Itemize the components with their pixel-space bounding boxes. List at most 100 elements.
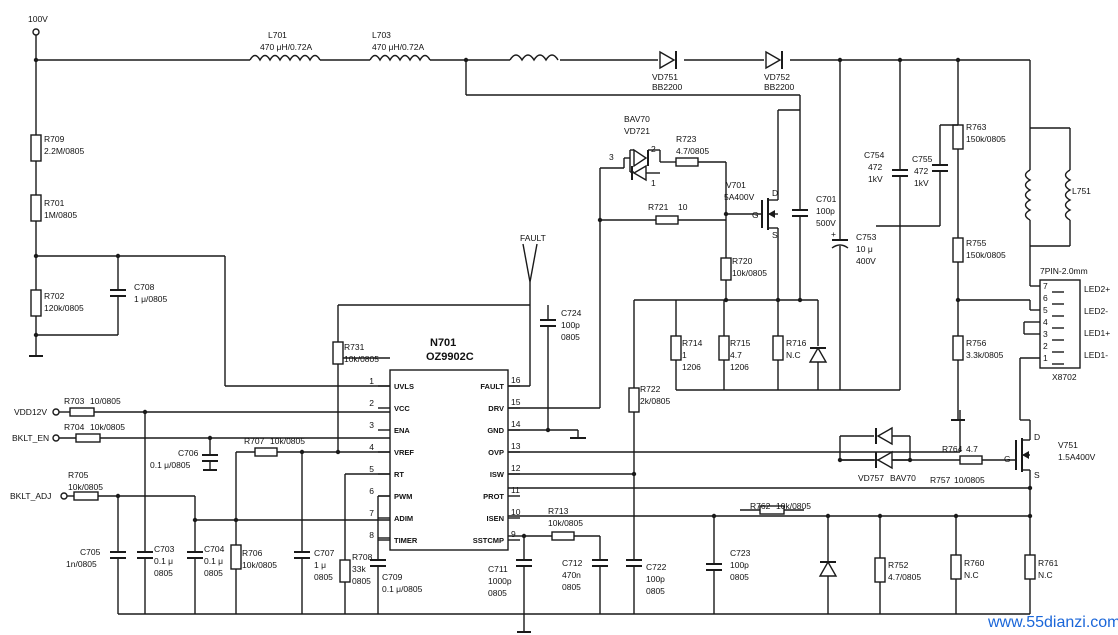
- c703-value: 0.1 μ: [154, 556, 173, 566]
- inductor-l703: L703 470 μH/0.72A: [369, 30, 431, 62]
- connector-pin-num: 4: [1043, 317, 1048, 327]
- ic-pin-num-right: 12: [511, 463, 521, 473]
- r705-ref: R705: [68, 470, 89, 480]
- r762-value: 10k/0805: [776, 501, 811, 511]
- c707-pkg: 0805: [314, 572, 333, 582]
- r756-ref: R756: [966, 338, 987, 348]
- ic-pin-num-left: 3: [369, 420, 374, 430]
- v701-pin-d: D: [772, 188, 778, 198]
- ic-pin-num-right: 9: [511, 529, 516, 539]
- c712-ref: C712: [562, 558, 583, 568]
- ic-pin-name-left: VCC: [394, 404, 410, 413]
- ic-pin-name-left: RT: [394, 470, 404, 479]
- c706-ref: C706: [178, 448, 199, 458]
- inductor-l701: L701 470 μH/0.72A: [249, 30, 321, 62]
- ic-pin-name-left: VREF: [394, 448, 414, 457]
- r757-ref: R757: [930, 475, 951, 485]
- r722-ref: R722: [640, 384, 661, 394]
- c706-value: 0.1 μ/0805: [150, 460, 191, 470]
- connector-ref: X8702: [1052, 372, 1077, 382]
- r755-value: 150k/0805: [966, 250, 1006, 260]
- net-bklt-adj-label: BKLT_ADJ: [10, 491, 51, 501]
- left-divider: R709 2.2M/0805 R701 1M/0805 R702 120k/08…: [29, 60, 390, 387]
- c723-value: 100p: [730, 560, 749, 570]
- r713-value: 10k/0805: [548, 518, 583, 528]
- c754-ref: C754: [864, 150, 885, 160]
- l701-value: 470 μH/0.72A: [260, 42, 312, 52]
- vd751-part: BB2200: [652, 82, 683, 92]
- r704-ref: R704: [64, 422, 85, 432]
- c711-value: 1000p: [488, 576, 512, 586]
- l703-ref: L703: [372, 30, 391, 40]
- r714-pkg: 1206: [682, 362, 701, 372]
- watermark: www.55dianzi.com: [987, 614, 1118, 631]
- ic-pin-name-right: ISW: [490, 470, 505, 479]
- connector-label-led1m: LED1-: [1084, 350, 1108, 360]
- ic-pin-name-right: OVP: [488, 448, 504, 457]
- connector-pin-num: 5: [1043, 305, 1048, 315]
- c753-polarity: +: [831, 229, 836, 239]
- c705-ref: C705: [80, 547, 101, 557]
- ic-pin-name-right: DRV: [488, 404, 504, 413]
- r715-pkg: 1206: [730, 362, 749, 372]
- ic-pin-name-left: UVLS: [394, 382, 414, 391]
- c709-value: 0.1 μ/0805: [382, 584, 423, 594]
- top-rail-wires: [32, 28, 1030, 230]
- r713-ref: R713: [548, 506, 569, 516]
- v751-pin-s: S: [1034, 470, 1040, 480]
- v701-pin-s: S: [772, 230, 778, 240]
- ic-part: OZ9902C: [426, 351, 474, 363]
- vd751-ref: VD751: [652, 72, 678, 82]
- vd752-part: BB2200: [764, 82, 795, 92]
- ic-pin-num-right: 10: [511, 507, 521, 517]
- r763-ref: R763: [966, 122, 987, 132]
- connector-pin-num: 7: [1043, 281, 1048, 291]
- gate-drive-v701: 3 2 1 BAV70 VD721 R723 4.7/0805 R721 10 …: [597, 109, 948, 391]
- c722-pkg: 0805: [646, 586, 665, 596]
- ic-pin-num-right: 13: [511, 441, 521, 451]
- connector-label-led2p: LED2+: [1084, 284, 1110, 294]
- r757-value: 10/0805: [954, 475, 985, 485]
- ic-pin-name-right: SSTCMP: [473, 536, 504, 545]
- r709-value: 2.2M/0805: [44, 146, 84, 156]
- c705-value: 1n/0805: [66, 559, 97, 569]
- c724-value: 100p: [561, 320, 580, 330]
- c753-ref: C753: [856, 232, 877, 242]
- bottom-rail: [118, 613, 1030, 633]
- ic-pin-num-right: 15: [511, 397, 521, 407]
- connector-pin-num: 6: [1043, 293, 1048, 303]
- r760-ref: R760: [964, 558, 985, 568]
- ic-pin-name-right: FAULT: [480, 382, 504, 391]
- net-bklt-en-label: BKLT_EN: [12, 433, 49, 443]
- c753-value: 10 μ: [856, 244, 873, 254]
- ic-pin-name-right: PROT: [483, 492, 504, 501]
- c701-pkg: 500V: [816, 218, 836, 228]
- vd752-ref: VD752: [764, 72, 790, 82]
- vd721-pin3: 3: [609, 152, 614, 162]
- r723-value: 4.7/0805: [676, 146, 709, 156]
- vd757-ref: VD757: [858, 473, 884, 483]
- connector-pin-num: 1: [1043, 353, 1048, 363]
- r731-value: 10k/0805: [344, 354, 379, 364]
- vd721-pin1: 1: [651, 178, 656, 188]
- c711-pkg: 0805: [488, 588, 507, 598]
- r715-value: 4.7: [730, 350, 742, 360]
- r705-value: 10k/0805: [68, 482, 103, 492]
- r764-ref: R764: [942, 444, 963, 454]
- r762-ref: R762: [750, 501, 771, 511]
- ic-pin-num-left: 2: [369, 398, 374, 408]
- l703-value: 470 μH/0.72A: [372, 42, 424, 52]
- r731-ref: R731: [344, 342, 365, 352]
- c703-pkg: 0805: [154, 568, 173, 578]
- c724-ref: C724: [561, 308, 582, 318]
- r701-value: 1M/0805: [44, 210, 77, 220]
- r715-ref: R715: [730, 338, 751, 348]
- r716-value: N.C: [786, 350, 801, 360]
- c704-ref: C704: [204, 544, 225, 554]
- net-100v-label: 100V: [28, 14, 48, 24]
- c704-pkg: 0805: [204, 568, 223, 578]
- c754-pkg: 1kV: [868, 174, 883, 184]
- ic-pin-num-right: 16: [511, 375, 521, 385]
- r701-ref: R701: [44, 198, 65, 208]
